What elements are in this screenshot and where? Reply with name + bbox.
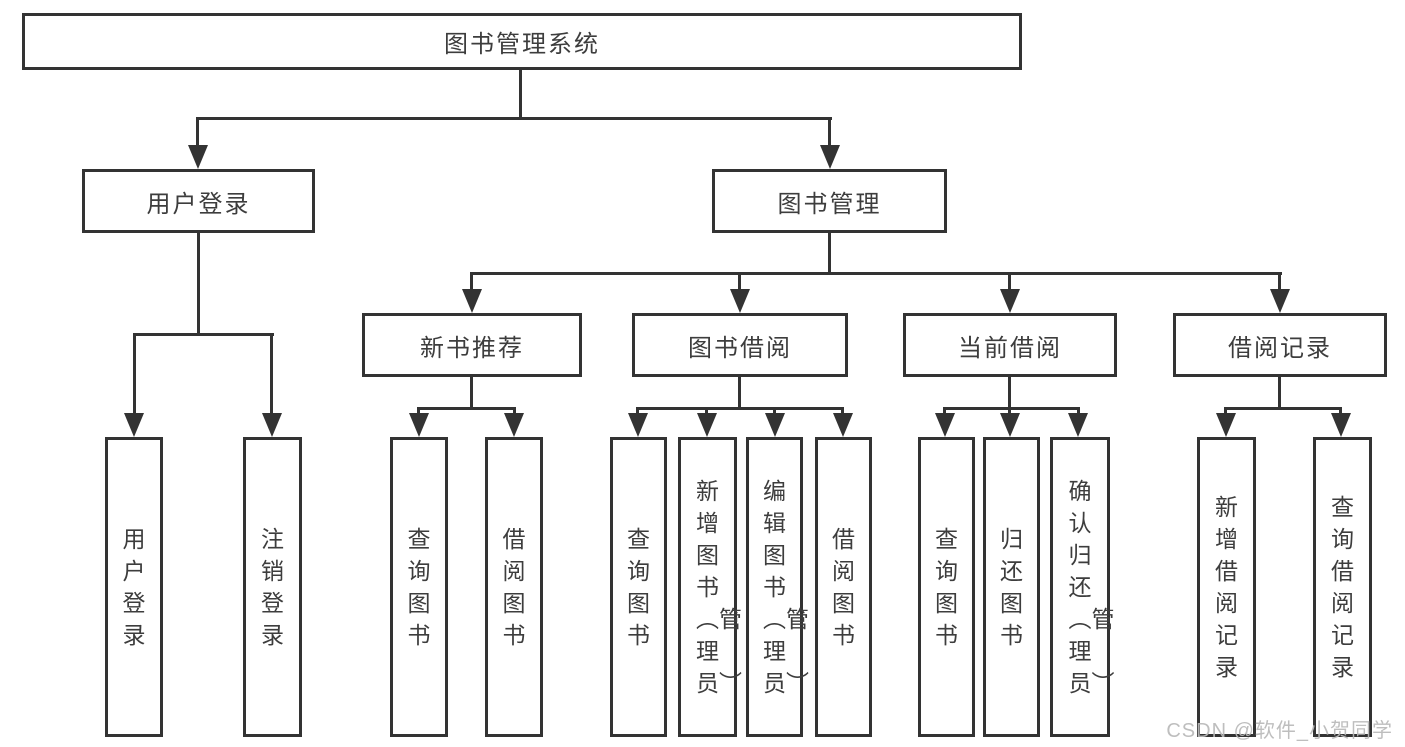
node-new-book-recommend: 新书推荐: [362, 313, 582, 377]
connector-line: [1339, 407, 1342, 415]
arrow-down-icon: [188, 145, 208, 169]
connector-line: [1008, 274, 1011, 291]
leaf-query-books-borrowing: 查询图书: [610, 437, 667, 737]
connector-line: [705, 407, 708, 415]
node-user-login-label: 用户登录: [146, 190, 251, 218]
arrow-down-icon: [1270, 289, 1290, 313]
leaf-return-books: 归还图书: [983, 437, 1040, 737]
leaf-query-books-recommend: 查询图书: [390, 437, 448, 737]
leaf-user-login-label: 用户登录: [122, 526, 146, 648]
connector-line: [773, 407, 776, 415]
connector-line: [513, 407, 516, 415]
arrow-down-icon: [730, 289, 750, 313]
arrow-down-icon: [504, 413, 524, 437]
arrow-down-icon: [697, 413, 717, 437]
leaf-borrow-books-recommend: 借阅图书: [485, 437, 543, 737]
leaf-query-books-borrowing-label: 查询图书: [627, 526, 650, 648]
connector-line: [470, 272, 1282, 275]
connector-line: [1224, 407, 1227, 415]
arrow-down-icon: [1216, 413, 1236, 437]
leaf-borrow-books-label: 借阅图书: [832, 526, 855, 648]
connector-line: [1008, 407, 1011, 415]
leaf-add-borrow-record: 新增借阅记录: [1197, 437, 1256, 737]
leaf-add-borrow-record-label: 新增借阅记录: [1215, 494, 1238, 680]
arrow-down-icon: [124, 413, 144, 437]
connector-line: [1278, 274, 1281, 291]
arrow-down-icon: [409, 413, 429, 437]
leaf-query-borrow-record: 查询借阅记录: [1313, 437, 1372, 737]
connector-line: [196, 117, 832, 120]
node-current-borrowing-label: 当前借阅: [958, 334, 1062, 362]
leaf-edit-books-admin: 编辑图书︵管理员︶: [746, 437, 809, 737]
connector-line: [196, 119, 199, 147]
connector-line: [1278, 375, 1281, 409]
arrow-down-icon: [1000, 289, 1020, 313]
leaf-return-books-label: 归还图书: [1000, 526, 1023, 648]
connector-line: [470, 274, 473, 291]
connector-line: [197, 231, 200, 335]
arrow-down-icon: [462, 289, 482, 313]
leaf-add-books-admin: 新增图书︵管理员︶: [678, 437, 742, 737]
leaf-query-borrow-record-label: 查询借阅记录: [1331, 494, 1354, 680]
connector-line: [418, 407, 516, 410]
leaf-query-books-current-label: 查询图书: [935, 526, 958, 648]
leaf-logout-login: 注销登录: [243, 437, 302, 737]
connector-line: [738, 274, 741, 291]
connector-line: [738, 375, 741, 409]
node-book-management-label: 图书管理: [777, 190, 882, 218]
arrow-down-icon: [820, 145, 840, 169]
leaf-confirm-return-admin-label: 确认归还︵管理员︶: [1068, 478, 1115, 696]
connector-line: [828, 119, 831, 147]
arrow-down-icon: [1068, 413, 1088, 437]
connector-line: [636, 407, 844, 410]
node-borrowing-records-label: 借阅记录: [1228, 334, 1332, 362]
connector-line: [1077, 407, 1080, 415]
leaf-add-books-admin-label: 新增图书︵管理员︶: [696, 478, 742, 696]
node-new-book-recommend-label: 新书推荐: [420, 334, 524, 362]
arrow-down-icon: [833, 413, 853, 437]
arrow-down-icon: [628, 413, 648, 437]
connector-line: [943, 407, 1080, 410]
arrow-down-icon: [1331, 413, 1351, 437]
connector-line: [841, 407, 844, 415]
connector-line: [133, 335, 136, 415]
leaf-logout-login-label: 注销登录: [261, 526, 284, 648]
csdn-watermark: CSDN @软件_小贺同学: [1166, 720, 1393, 742]
connector-line: [1224, 407, 1342, 410]
connector-line: [133, 333, 274, 336]
connector-line: [828, 231, 831, 275]
leaf-user-login: 用户登录: [105, 437, 163, 737]
node-library-management-system: 图书管理系统: [22, 13, 1022, 70]
leaf-query-books-current: 查询图书: [918, 437, 975, 737]
leaf-borrow-books: 借阅图书: [815, 437, 872, 737]
arrow-down-icon: [1000, 413, 1020, 437]
leaf-borrow-books-recommend-label: 借阅图书: [502, 526, 526, 648]
connector-line: [417, 407, 420, 415]
node-current-borrowing: 当前借阅: [903, 313, 1117, 377]
node-user-login: 用户登录: [82, 169, 315, 233]
connector-line: [943, 407, 946, 415]
arrow-down-icon: [765, 413, 785, 437]
leaf-confirm-return-admin: 确认归还︵管理员︶: [1050, 437, 1115, 737]
connector-line: [470, 375, 473, 409]
connector-line: [270, 335, 273, 415]
node-library-management-system-label: 图书管理系统: [444, 31, 600, 58]
arrow-down-icon: [935, 413, 955, 437]
arrow-down-icon: [262, 413, 282, 437]
connector-line: [636, 407, 639, 415]
connector-line: [1008, 375, 1011, 409]
node-book-management: 图书管理: [712, 169, 947, 233]
node-book-borrowing: 图书借阅: [632, 313, 848, 377]
leaf-query-books-recommend-label: 查询图书: [407, 526, 431, 648]
node-borrowing-records: 借阅记录: [1173, 313, 1387, 377]
connector-line: [519, 68, 522, 120]
node-book-borrowing-label: 图书借阅: [688, 334, 792, 362]
leaf-edit-books-admin-label: 编辑图书︵管理员︶: [763, 478, 809, 696]
